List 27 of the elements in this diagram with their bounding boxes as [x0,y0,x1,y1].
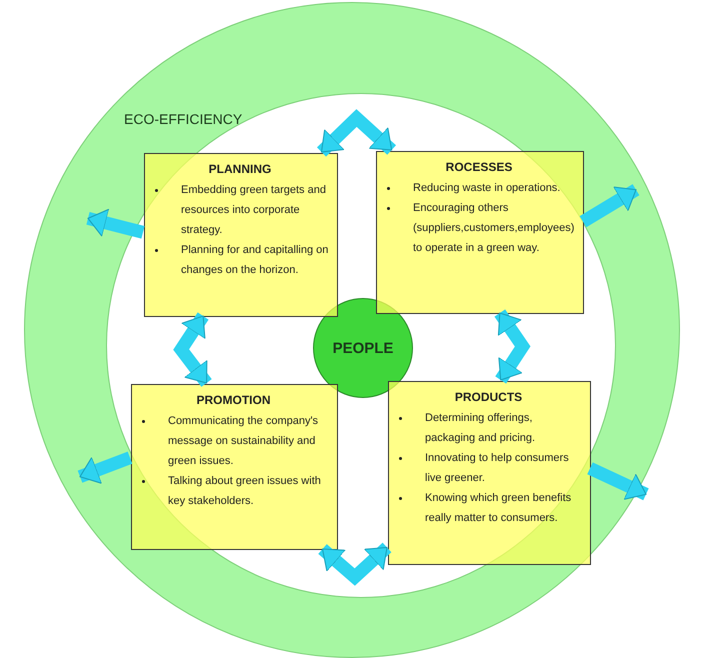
block-arrow [86,208,145,239]
text-card [388,381,591,565]
text-card [376,151,584,314]
ring-label: ECO-EFFICIENCY [124,111,242,127]
bullet-text: Determining offerings, packaging and pricing. [395,408,582,448]
block-arrow [494,309,530,384]
block-arrow [173,312,212,387]
bullet-text: Reducing waste in operations. [383,178,575,198]
block-arrow [316,109,396,157]
card-heading: ROCESSES [444,160,514,174]
circle-label: PEOPLE [332,340,394,356]
block-arrow [78,452,132,484]
bullet-text: Communicating the company's message on sustainability and green issues. [138,411,329,471]
card-heading: PRODUCTS [454,390,524,404]
bullet-text: Knowing which green benefits really matter to consumers. [395,488,582,528]
bullet-text: Encouraging others (suppliers,customers,employees) to operate in a green way. [383,198,575,258]
bullet-text: Innovating to help consumers live greener. [395,448,582,488]
card-heading: PLANNING [208,162,272,176]
bullet-text: Planning for and capitalling on changes on the horizon. [151,240,329,280]
block-arrow [580,184,640,228]
bullet-text: Talking about green issues with key stakeholders. [138,471,329,511]
text-card [131,384,338,550]
block-arrow [318,542,392,586]
block-arrow [587,462,649,500]
card-heading: PROMOTION [196,393,272,407]
text-card [144,153,338,317]
bullet-text: Embedding green targets and resources into corporate strategy. [151,180,329,240]
